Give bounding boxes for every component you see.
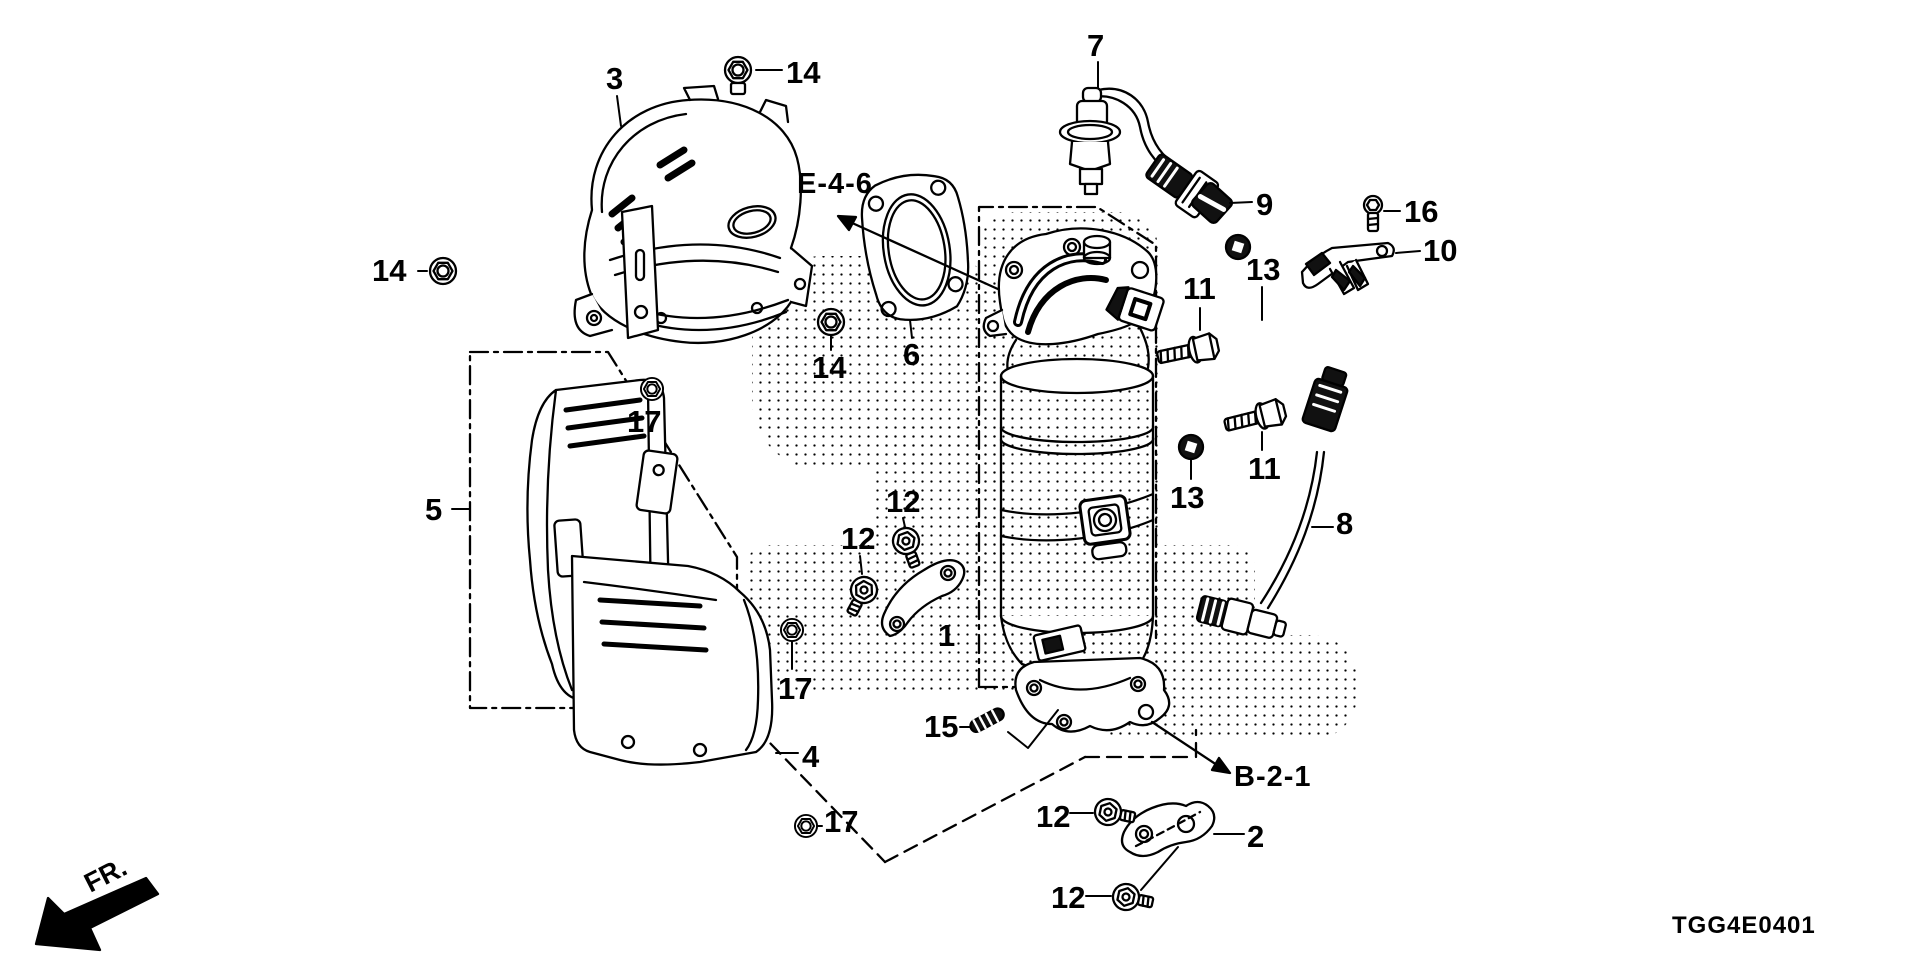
callout-5: 5: [425, 492, 443, 527]
part-1-bracket: [880, 559, 966, 638]
callout-17-mid: 17: [778, 671, 813, 706]
part-17-nut-mid: [779, 617, 805, 643]
part-15-stud: [969, 707, 1005, 734]
part-6-gasket: [860, 173, 970, 321]
part-9-grommet: [1190, 182, 1234, 224]
part-4-lower-cover-rear: [570, 554, 774, 766]
fr-arrow: [34, 876, 160, 952]
callout-11-lower: 11: [1248, 451, 1281, 486]
diagram-code: TGG4E0401: [1672, 912, 1816, 939]
part-7-front-o2-sensor: [1058, 86, 1220, 219]
callout-12-bracket1-a: 12: [841, 521, 876, 556]
callout-15: 15: [924, 709, 959, 744]
callout-11-upper: 11: [1183, 271, 1216, 306]
part-14-nut-left: [428, 256, 458, 286]
part-12-bolt-bracket2-b: [1109, 880, 1157, 917]
callout-3: 3: [606, 61, 624, 96]
part-17-nut-top: [639, 376, 665, 402]
callout-17-top: 17: [627, 404, 662, 439]
detail-box-converter: [977, 205, 1158, 689]
part-3-upper-cover: [573, 84, 814, 345]
part-8-rear-o2-sensor: [1195, 366, 1349, 639]
e46-arrow: [836, 214, 1002, 292]
callout-1: 1: [938, 618, 956, 653]
callout-14-top: 14: [786, 55, 821, 90]
part-2-bracket: [1120, 800, 1216, 858]
callout-7: 7: [1087, 28, 1105, 63]
part-17-nut-bottom: [793, 813, 819, 839]
callout-10: 10: [1423, 233, 1458, 268]
part-11-bolt-upper: [1154, 331, 1222, 372]
part-16-bolt: [1362, 194, 1384, 233]
b21-arrow: [1150, 720, 1232, 775]
part-11-bolt-lower: [1221, 396, 1289, 439]
callout-9: 9: [1256, 187, 1274, 222]
callout-14-left: 14: [372, 253, 407, 288]
callout-6: 6: [903, 337, 921, 372]
callout-13-upper: 13: [1246, 252, 1281, 287]
callout-12-bracket1-b: 12: [886, 484, 921, 519]
sensor-connector: [1301, 366, 1349, 433]
callout-4: 4: [802, 739, 820, 774]
callout-8: 8: [1336, 506, 1354, 541]
part-14-bolt-top: [723, 55, 753, 96]
ref-b-2-1: B-2-1: [1234, 761, 1312, 793]
ref-e-4-6: E-4-6: [797, 168, 873, 200]
callout-12-bracket2-a: 12: [1036, 799, 1071, 834]
callout-14-lower: 14: [812, 350, 847, 385]
converter-assembly: [982, 227, 1171, 733]
leader-lines: [417, 61, 1421, 897]
callout-13-lower: 13: [1170, 480, 1205, 515]
part-10-sensor-stay: [1300, 241, 1395, 296]
callout-12-bracket2-b: 12: [1051, 880, 1086, 915]
callout-16: 16: [1404, 194, 1439, 229]
callout-17-bottom: 17: [824, 804, 859, 839]
part-14-nut-lower: [816, 307, 846, 337]
sensor-connector: [1145, 153, 1220, 219]
band-clamp-buckle: [1078, 494, 1132, 561]
part-13-nut-lower: [1177, 433, 1205, 461]
callout-2: 2: [1247, 819, 1265, 854]
